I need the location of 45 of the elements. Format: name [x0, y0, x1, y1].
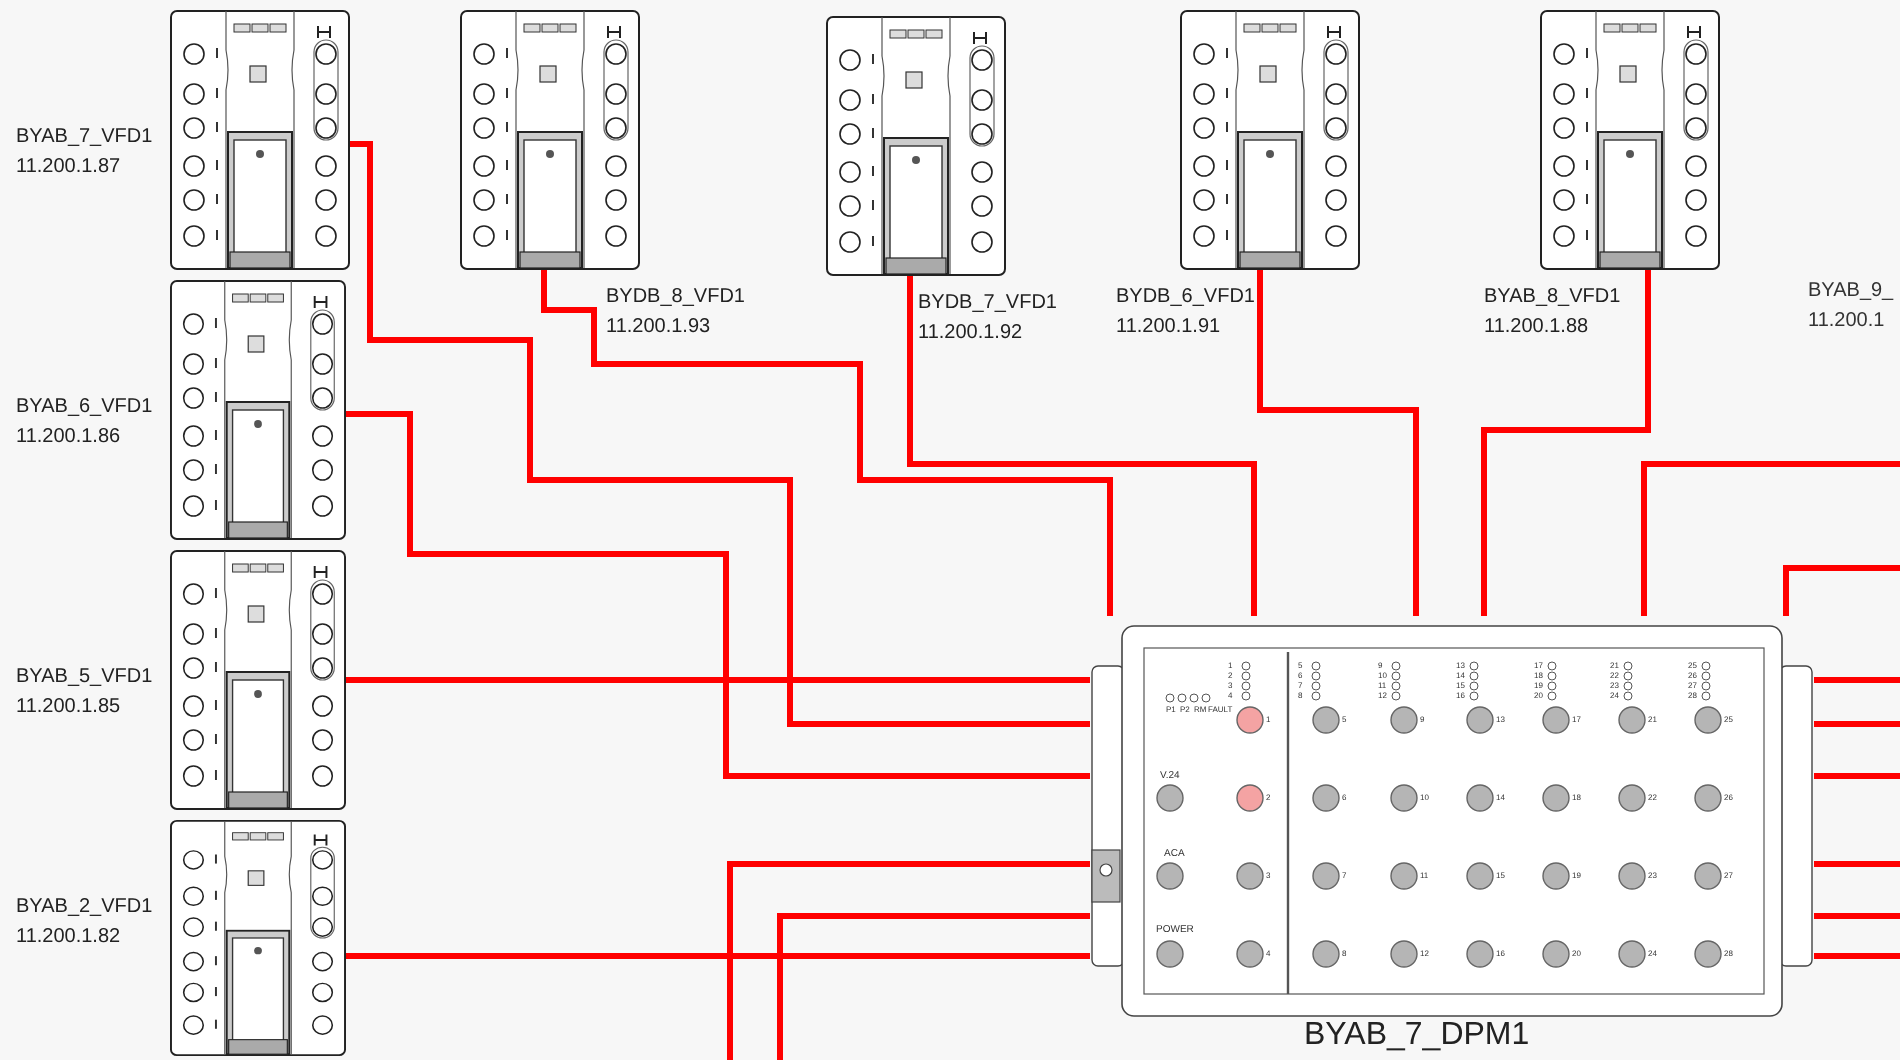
cable-line [1257, 270, 1419, 616]
cable-line [727, 861, 1090, 1060]
device-name: BYAB_7_VFD1 [16, 124, 153, 152]
cable-line [1814, 773, 1900, 779]
drive-drawing [170, 820, 346, 1056]
cable-line [1783, 565, 1900, 616]
drive-drawing [170, 550, 346, 810]
cable-line [907, 276, 1257, 616]
device-name: BYDB_8_VFD1 [606, 284, 745, 312]
cable-line [346, 411, 1090, 779]
device-name: BYAB_6_VFD1 [16, 394, 153, 422]
ip-address: 11.200.1.93 [606, 314, 713, 342]
cable-line [541, 270, 1113, 616]
ip-address: 11.200.1.82 [16, 924, 123, 952]
device-label: BYAB_9_ [1808, 282, 1894, 302]
drive-drawing [170, 10, 350, 270]
ip-address: 11.200.1.85 [16, 694, 123, 722]
ip-address: 11.200.1.87 [16, 154, 123, 182]
cable-line [346, 677, 1090, 683]
cable-line [346, 953, 1090, 959]
device-name: BYAB_8_VFD1 [1484, 284, 1621, 312]
cable-line [1814, 861, 1900, 867]
cable-line [1641, 461, 1900, 616]
device-name: BYAB_5_VFD1 [16, 664, 153, 692]
cable-line [777, 913, 1090, 1060]
ip-address: 11.200.1.88 [1484, 314, 1591, 342]
device-name: BYAB_2_VFD1 [16, 894, 153, 922]
device-name: BYDB_7_VFD1 [918, 290, 1057, 318]
cable-line [1814, 913, 1900, 919]
drive-drawing [826, 16, 1006, 276]
drive-drawing [460, 10, 640, 270]
drive-drawing [1540, 10, 1720, 270]
drive-drawing [1180, 10, 1360, 270]
ip-address: 11.200.1.92 [918, 320, 1025, 348]
ip-address: 11.200.1.91 [1116, 314, 1223, 342]
cable-line [350, 141, 1090, 727]
device-label: 11.200.1 [1808, 312, 1885, 332]
device-name: BYDB_6_VFD1 [1116, 284, 1255, 312]
cable-line [1814, 721, 1900, 727]
cable-line [1814, 677, 1900, 683]
cable-line [1481, 270, 1651, 616]
ip-address: 11.200.1.86 [16, 424, 123, 452]
cable-line [1814, 953, 1900, 959]
device-name: BYAB_7_DPM1 [1304, 1018, 1530, 1054]
drive-drawing [170, 280, 346, 540]
